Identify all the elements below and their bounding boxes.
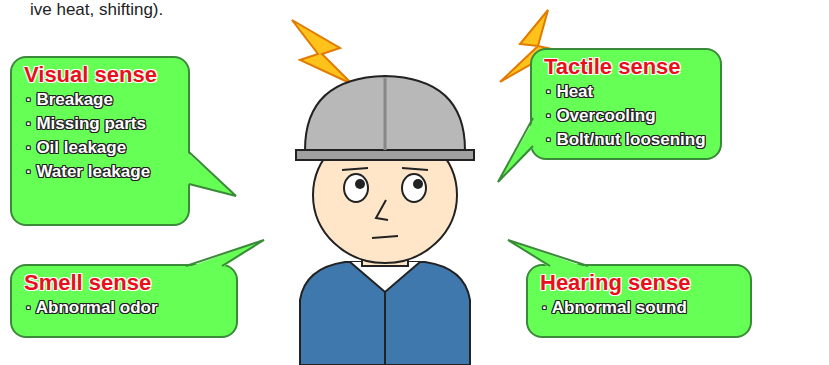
eyebrow <box>402 168 428 170</box>
bubble-tail <box>189 152 236 196</box>
check-item: · Water leakage <box>24 160 178 184</box>
nose <box>376 200 388 220</box>
sense-heading: Tactile sense <box>544 54 710 80</box>
bubble-tail <box>498 118 533 182</box>
eyebrow <box>342 168 368 170</box>
pupil <box>355 179 365 189</box>
speech-bubble: Smell sense· Abnormal odor <box>10 264 238 338</box>
helmet-brim <box>296 150 474 160</box>
pupil <box>413 179 423 189</box>
lightning-bolt <box>292 20 352 84</box>
shirt-line <box>384 292 386 365</box>
bubble-tail <box>186 240 264 266</box>
helmet-ridge <box>384 78 387 150</box>
helmet <box>305 76 465 150</box>
check-item: · Breakage <box>24 88 178 112</box>
sense-heading: Smell sense <box>24 270 226 296</box>
check-item: · Overcooling <box>544 104 710 128</box>
speech-bubble: Hearing sense· Abnormal sound <box>526 264 752 338</box>
sense-heading: Hearing sense <box>540 270 740 296</box>
cropped-note: ive heat, shifting). <box>30 0 163 20</box>
check-item: · Heat <box>544 80 710 104</box>
eye <box>402 174 426 202</box>
eye <box>344 174 368 202</box>
mouth <box>372 236 398 238</box>
check-item: · Abnormal odor <box>24 296 226 320</box>
sense-heading: Visual sense <box>24 62 178 88</box>
bubble-tail <box>187 152 236 196</box>
speech-bubble: Visual sense· Breakage· Missing parts· O… <box>10 56 190 226</box>
check-item: · Missing parts <box>24 112 178 136</box>
speech-bubble: Tactile sense· Heat· Overcooling· Bolt/n… <box>530 48 722 160</box>
bubble-tail <box>508 240 588 266</box>
check-item: · Abnormal sound <box>540 296 740 320</box>
worker-body <box>300 262 470 365</box>
check-item: · Bolt/nut loosening <box>544 128 710 152</box>
check-item: · Oil leakage <box>24 136 178 160</box>
